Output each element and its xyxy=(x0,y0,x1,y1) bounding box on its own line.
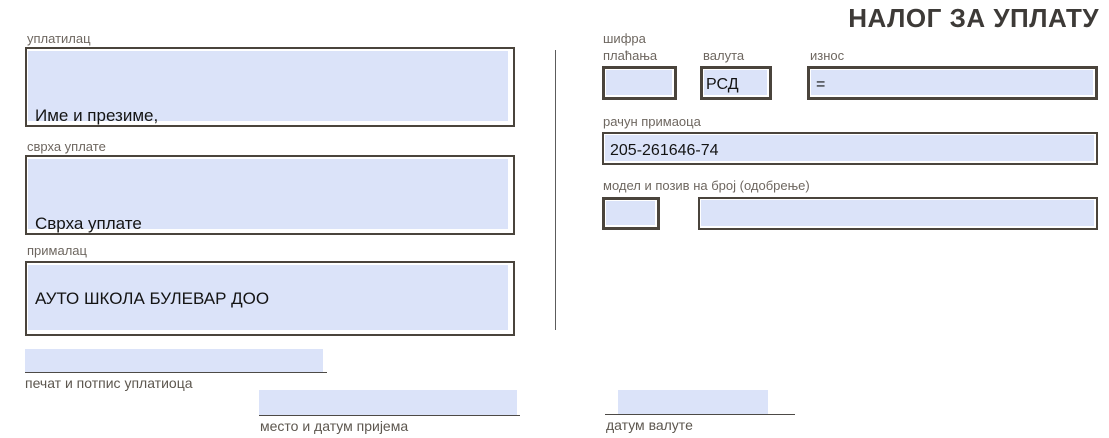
value-date-area[interactable] xyxy=(618,390,768,414)
purpose-label: сврха уплате xyxy=(27,139,106,154)
recipient-field[interactable]: АУТО ШКОЛА БУЛЕВАР ДОО xyxy=(25,261,515,336)
amount-field-fill xyxy=(811,70,1093,95)
model-field[interactable] xyxy=(602,197,660,230)
recipient-account-field-fill xyxy=(605,135,1094,161)
reference-number-field[interactable] xyxy=(698,197,1098,230)
currency-value: РСД xyxy=(706,76,739,93)
reference-number-field-fill xyxy=(701,200,1094,226)
payer-label: уплатилац xyxy=(27,31,91,46)
recipient-label: прималац xyxy=(27,243,87,258)
place-date-line xyxy=(259,415,520,416)
recipient-account-value: 205-261646-74 xyxy=(610,142,719,159)
payer-field-fill xyxy=(28,51,508,121)
place-date-label: место и датум пријема xyxy=(260,418,409,434)
purpose-value-line1: Сврха уплате xyxy=(35,214,142,233)
payment-code-label-line1: шифра xyxy=(603,31,646,46)
stamp-signature-area[interactable] xyxy=(25,349,323,372)
purpose-field-fill xyxy=(28,159,508,229)
recipient-account-field[interactable]: 205-261646-74 xyxy=(602,132,1098,165)
value-date-label: датум валуте xyxy=(606,417,693,433)
currency-field-fill xyxy=(704,70,767,95)
payment-code-label-line2: плаћања xyxy=(603,48,658,63)
amount-field[interactable]: = xyxy=(807,66,1098,100)
payment-code-field[interactable] xyxy=(602,66,677,100)
amount-value: = xyxy=(816,76,826,93)
currency-field[interactable]: РСД xyxy=(700,66,772,100)
model-reference-label: модел и позив на број (одобрење) xyxy=(603,178,810,193)
stamp-signature-label: печат и потпис уплатиоца xyxy=(25,375,193,391)
column-divider xyxy=(555,50,556,330)
recipient-account-label: рачун примаоца xyxy=(603,114,701,129)
payer-value-line1: Име и презиме, xyxy=(35,106,159,125)
payment-code-field-fill xyxy=(606,70,672,95)
recipient-value: АУТО ШКОЛА БУЛЕВАР ДОО xyxy=(35,289,270,308)
stamp-signature-line xyxy=(25,372,327,373)
payer-field[interactable]: Име и презиме, адреса xyxy=(25,47,515,194)
currency-label: валута xyxy=(703,48,745,63)
model-field-fill xyxy=(606,201,655,225)
amount-label: износ xyxy=(810,48,845,63)
recipient-field-fill xyxy=(28,265,508,330)
place-date-area[interactable] xyxy=(259,390,517,415)
purpose-field[interactable]: Сврха уплате (рата, теоријска обука, тео… xyxy=(25,155,515,302)
form-title: НАЛОГ ЗА УПЛАТУ xyxy=(848,3,1099,33)
value-date-line xyxy=(605,414,795,415)
